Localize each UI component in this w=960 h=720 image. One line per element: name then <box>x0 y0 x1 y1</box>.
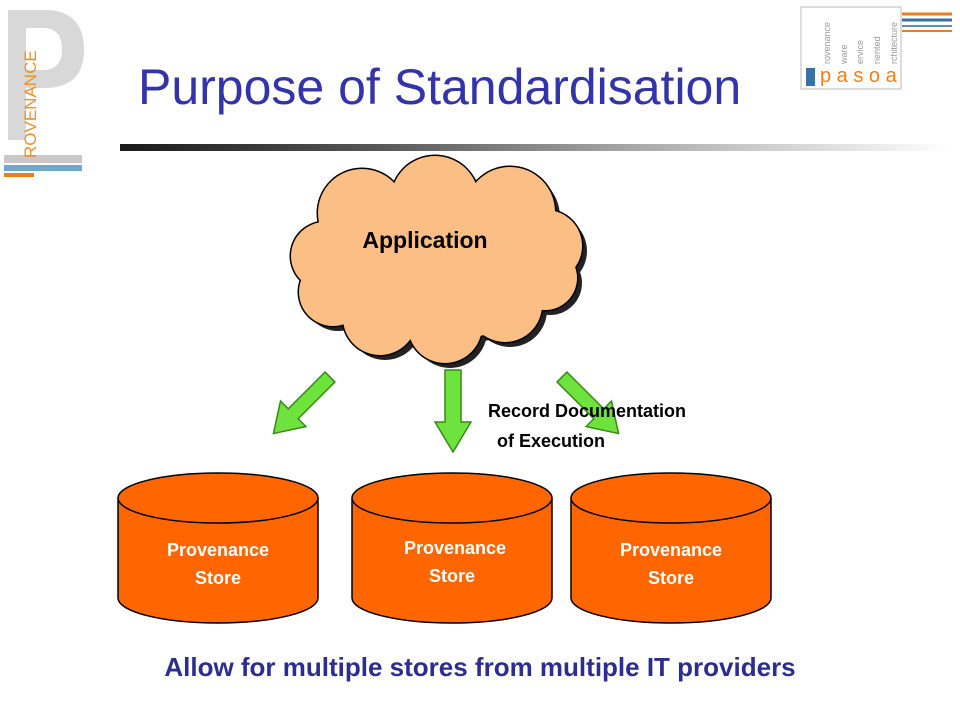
slide-footer: Allow for multiple stores from multiple … <box>164 652 796 682</box>
annotation-line-2: of Execution <box>497 431 605 451</box>
logo-word-5: rchitecture <box>889 22 899 64</box>
store-3-label-line-1: Provenance <box>620 540 722 560</box>
store-3-body <box>570 498 772 624</box>
arrow-middle <box>433 369 473 454</box>
logo-square <box>806 68 815 86</box>
arrow-right <box>555 370 620 435</box>
store-2-body <box>351 498 553 624</box>
store-2-label-line-2: Store <box>429 566 475 586</box>
store-2-top <box>351 472 553 524</box>
logo-p-shape <box>8 10 84 140</box>
store-1-label-line-1: Provenance <box>167 540 269 560</box>
provenance-store-3: Provenance Store <box>570 472 772 624</box>
store-1-label-line-2: Store <box>195 568 241 588</box>
cloud-body <box>291 156 582 363</box>
logo-word-4: riented <box>872 36 882 64</box>
pasoa-logo-frame <box>800 6 902 90</box>
logo-bar-gray <box>4 155 82 163</box>
provenance-store-2: Provenance Store <box>351 472 553 624</box>
title-underline <box>120 144 950 151</box>
logo-word-1: rovenance <box>822 22 832 64</box>
logo-word-2: ware <box>839 44 849 65</box>
slide-title: Purpose of Standardisation <box>138 59 742 115</box>
application-cloud: Application <box>289 154 587 368</box>
store-3-label-line-2: Store <box>648 568 694 588</box>
provenance-store-1: Provenance Store <box>117 472 319 624</box>
store-3-top <box>570 472 772 524</box>
logo-bar-orange <box>4 173 34 177</box>
provenance-logo: ROVENANCE <box>4 10 84 177</box>
annotation-line-1: Record Documentation <box>488 401 686 421</box>
logo-vertical-text: ROVENANCE <box>21 50 40 158</box>
arrow-left <box>272 370 337 435</box>
store-2-label-line-1: Provenance <box>404 538 506 558</box>
store-1-body <box>117 498 319 624</box>
logo-brand: p a s o a <box>820 65 898 87</box>
store-1-top <box>117 472 319 524</box>
pasoa-logo: rovenance ware ervice riented rchitectur… <box>800 6 952 90</box>
application-label: Application <box>362 227 487 253</box>
logo-word-3: ervice <box>855 40 865 64</box>
logo-bar-blue <box>4 165 82 171</box>
